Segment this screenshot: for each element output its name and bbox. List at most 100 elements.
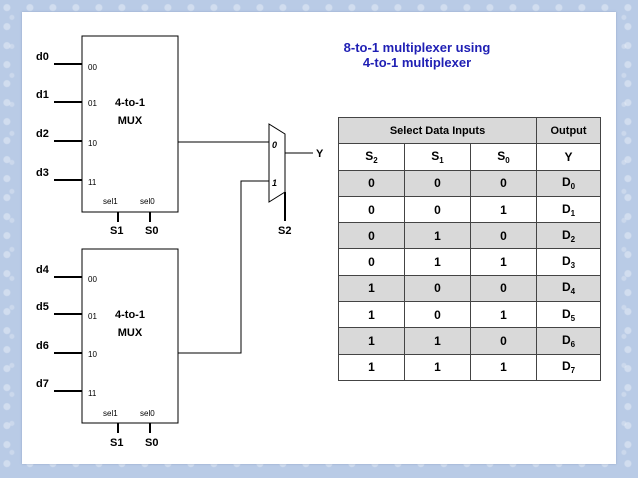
truth-table: Select Data Inputs Output S2 S1 S0 Y 0 0… (337, 116, 602, 382)
table-row: 1 0 1 D5 (338, 301, 602, 329)
cell-y-sub: 7 (570, 366, 576, 376)
s2-label: S2 (278, 225, 291, 237)
cell-y-main: D (561, 359, 571, 374)
cell-y: D7 (536, 353, 602, 382)
cell-s0: 1 (469, 353, 538, 382)
column-header-main: S (497, 148, 506, 163)
mux-top-box (81, 35, 179, 213)
final-mux-port-0: 0 (272, 140, 277, 150)
cell-y-sub: 1 (570, 208, 576, 218)
port-label-01: 01 (88, 99, 97, 108)
cell-y: D3 (536, 248, 602, 276)
cell-y: D1 (536, 195, 602, 224)
column-header-sub: 1 (439, 155, 444, 165)
cell-y-main: D (561, 254, 571, 269)
cell-s2: 1 (338, 353, 405, 382)
cell-s1: 1 (404, 353, 471, 382)
cell-y: D4 (536, 274, 602, 303)
header-output: Output (536, 116, 602, 145)
output-label-y: Y (316, 148, 324, 160)
sel1-port-label: sel1 (103, 409, 118, 418)
sel1-port-label: sel1 (103, 197, 118, 206)
table-row: 1 1 0 D6 (338, 327, 602, 355)
mux-top-label-line1: 4-to-1 (115, 97, 145, 109)
title-line-1: 8-to-1 multiplexer using (343, 40, 491, 55)
sel0-port-label: sel0 (140, 409, 155, 418)
port-label-10: 10 (88, 139, 97, 148)
cell-s1: 0 (404, 274, 471, 303)
cell-s2: 0 (338, 169, 405, 197)
s1-label: S1 (110, 225, 123, 237)
column-header-s2: S2 (338, 143, 405, 171)
cell-s1: 0 (404, 169, 471, 197)
port-label-00: 00 (88, 275, 97, 284)
cell-y-main: D (561, 280, 571, 295)
port-label-10: 10 (88, 350, 97, 359)
cell-y: D2 (536, 222, 602, 250)
final-mux-2to1 (268, 123, 286, 203)
port-label-11: 11 (88, 389, 97, 398)
column-header-main: Y (564, 149, 573, 164)
select-wires (117, 212, 151, 433)
column-header-s1: S1 (404, 143, 471, 171)
cell-s1: 0 (404, 301, 471, 329)
cell-y-main: D (561, 227, 571, 242)
cell-y-main: D (561, 201, 571, 216)
s1-label: S1 (110, 437, 123, 449)
table-row: 1 1 1 D7 (338, 353, 602, 382)
table-row: 0 1 0 D2 (338, 222, 602, 250)
column-header-main: S (365, 148, 374, 163)
mux-bottom-box (81, 248, 179, 424)
cell-s2: 0 (338, 248, 405, 276)
cell-y-sub: 3 (570, 261, 576, 271)
s0-label: S0 (145, 437, 158, 449)
cell-s0: 1 (469, 301, 538, 329)
table-row: 0 0 1 D1 (338, 195, 602, 224)
cell-y-sub: 4 (570, 287, 576, 297)
truth-table-header-row: Select Data Inputs Output (337, 116, 602, 145)
column-header-main: S (431, 148, 440, 163)
input-wires (54, 63, 82, 392)
table-row: 0 1 1 D3 (338, 248, 602, 276)
input-label-d0: d0 (36, 51, 49, 63)
input-label-d6: d6 (36, 340, 49, 352)
truth-table-column-row: S2 S1 S0 Y (338, 143, 602, 171)
cell-s2: 1 (338, 301, 405, 329)
cell-y: D5 (536, 301, 602, 329)
input-label-d7: d7 (36, 378, 49, 390)
cell-s2: 1 (338, 274, 405, 303)
column-header-sub: 0 (505, 155, 510, 165)
cell-s2: 0 (338, 222, 405, 250)
port-label-00: 00 (88, 63, 97, 72)
cell-s1: 0 (404, 195, 471, 224)
mux-bottom-label-line2: MUX (118, 327, 143, 339)
title-line-2: 4-to-1 multiplexer (362, 55, 472, 70)
cell-y: D0 (536, 169, 602, 197)
final-mux-port-1: 1 (272, 178, 277, 188)
cell-s0: 0 (469, 169, 538, 197)
port-label-11: 11 (88, 178, 97, 187)
cell-s0: 0 (469, 327, 538, 355)
column-header-sub: 2 (373, 155, 378, 165)
cell-s2: 1 (338, 327, 405, 355)
input-label-d3: d3 (36, 167, 49, 179)
s0-label: S0 (145, 225, 158, 237)
cell-s2: 0 (338, 195, 405, 224)
header-select-data-inputs: Select Data Inputs (337, 116, 538, 145)
cell-s0: 1 (469, 195, 538, 224)
cell-y-sub: 2 (570, 234, 576, 244)
diagram-title: 8-to-1 multiplexer using 4-to-1 multiple… (312, 40, 522, 70)
cell-s0: 0 (469, 274, 538, 303)
output-wires (178, 141, 313, 354)
cell-s0: 0 (469, 222, 538, 250)
cell-y-sub: 5 (570, 313, 576, 323)
cell-y-sub: 0 (570, 182, 576, 192)
input-label-d5: d5 (36, 301, 49, 313)
input-label-d4: d4 (36, 264, 50, 276)
table-row: 1 0 0 D4 (338, 274, 602, 303)
port-label-01: 01 (88, 312, 97, 321)
input-label-d1: d1 (36, 89, 49, 101)
sel0-port-label: sel0 (140, 197, 155, 206)
